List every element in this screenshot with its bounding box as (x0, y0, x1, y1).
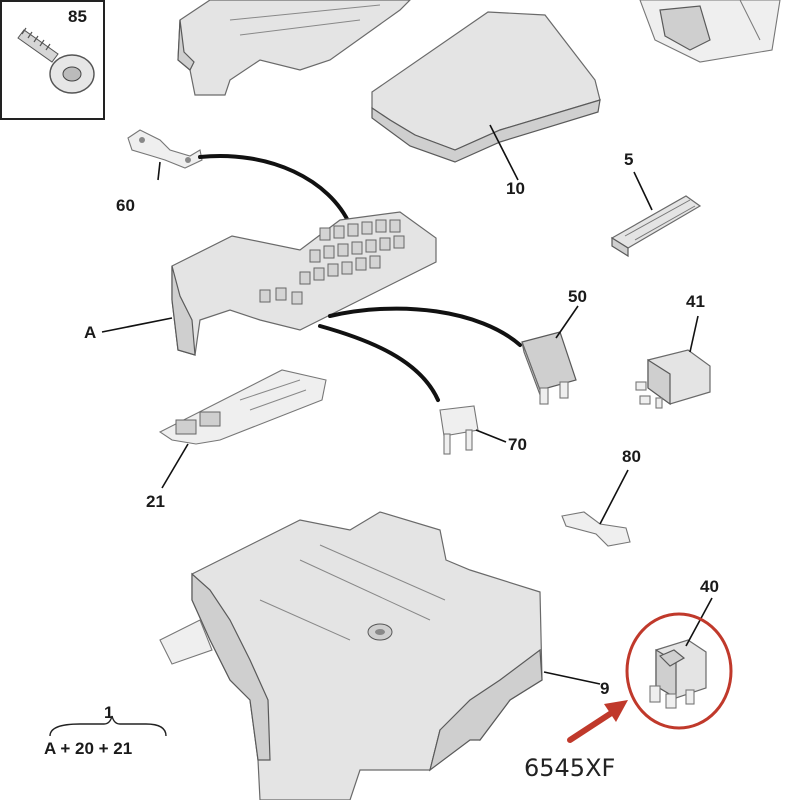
fuse-link-60: 60 (116, 129, 203, 215)
highlight-circle (625, 612, 733, 730)
screw-icon (17, 27, 95, 94)
callout-41: 41 (686, 292, 705, 311)
housing-part-9: 9 (159, 511, 609, 800)
part-reference: 6545XF (524, 754, 615, 782)
callout-10: 10 (506, 179, 525, 198)
clip-part-80: 80 (561, 447, 641, 547)
relay-part-41: 41 (635, 292, 711, 409)
fuse-part-70: 70 (439, 405, 527, 455)
plate-part-21: 21 (146, 369, 327, 511)
callout-A: A (84, 323, 96, 342)
red-arrow-icon (567, 700, 628, 743)
callout-80: 80 (622, 447, 641, 466)
cable-60-to-box (198, 154, 352, 227)
callout-50: 50 (568, 287, 587, 306)
lid-part-10: 10 (371, 11, 601, 198)
cable-box-to-70 (318, 324, 440, 402)
callout-21: 21 (146, 492, 165, 511)
callout-85: 85 (68, 7, 87, 26)
callout-5: 5 (624, 150, 633, 169)
callout-9: 9 (600, 679, 609, 698)
assembly-formula: 1 A + 20 + 21 (44, 703, 167, 758)
cable-box-to-50 (328, 306, 522, 347)
top-cover (177, 0, 411, 96)
corner-part (639, 0, 781, 63)
callout-70: 70 (508, 435, 527, 454)
screw-inset: 85 (0, 0, 105, 120)
assembly-formula-text: A + 20 + 21 (44, 739, 132, 758)
callout-1: 1 (104, 703, 113, 722)
relay-part-40: 40 (649, 577, 719, 709)
callout-40: 40 (700, 577, 719, 596)
fuse-part-50: 50 (521, 287, 587, 405)
connector-part-5: 5 (610, 150, 702, 258)
fuse-box-A: A (84, 211, 437, 356)
callout-60: 60 (116, 196, 135, 215)
